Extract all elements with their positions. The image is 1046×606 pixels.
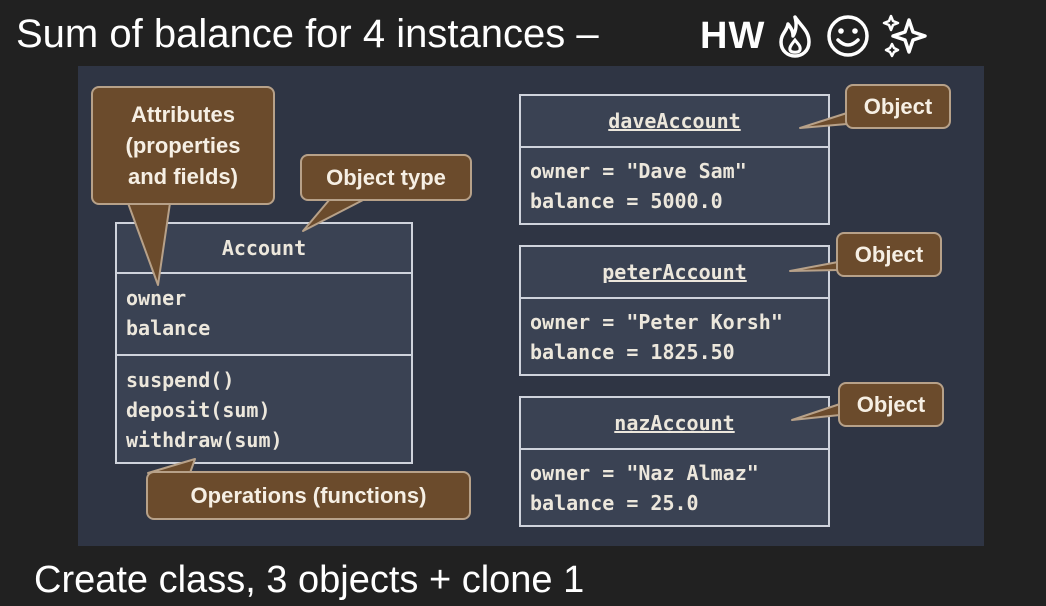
- object-box-dave: daveAccount owner = "Dave Sam" balance =…: [519, 94, 830, 225]
- attribute-owner: owner: [126, 286, 187, 310]
- object-balance: balance = 5000.0: [530, 189, 723, 213]
- object-name: daveAccount: [608, 109, 741, 133]
- attribute-balance: balance: [126, 316, 211, 340]
- slide-footer: Create class, 3 objects + clone 1: [34, 559, 585, 601]
- class-operations: suspend() deposit(sum) withdraw(sum): [117, 354, 411, 455]
- operation-deposit: deposit(sum): [126, 398, 271, 422]
- object-owner: owner = "Peter Korsh": [530, 310, 783, 334]
- callout-object-type: Object type: [300, 154, 472, 201]
- callout-attributes: Attributes (properties and fields): [91, 86, 275, 205]
- object-name: nazAccount: [614, 411, 735, 435]
- object-box-naz: nazAccount owner = "Naz Almaz" balance =…: [519, 396, 830, 527]
- callout-object-naz: Object: [838, 382, 944, 427]
- fire-icon: [775, 14, 815, 58]
- hw-label: HW: [700, 15, 766, 57]
- class-box-account: Account owner balance suspend() deposit(…: [115, 222, 413, 464]
- object-owner: owner = "Naz Almaz": [530, 461, 759, 485]
- object-box-peter: peterAccount owner = "Peter Korsh" balan…: [519, 245, 830, 376]
- sparkles-icon: [881, 12, 933, 60]
- object-name: peterAccount: [602, 260, 747, 284]
- object-owner: owner = "Dave Sam": [530, 159, 747, 183]
- callout-operations: Operations (functions): [146, 471, 471, 520]
- operation-suspend: suspend(): [126, 368, 235, 392]
- callout-object-peter: Object: [836, 232, 942, 277]
- operation-withdraw: withdraw(sum): [126, 428, 283, 452]
- class-name: Account: [117, 224, 411, 274]
- object-balance: balance = 1825.50: [530, 340, 735, 364]
- hw-badge: HW: [700, 12, 933, 60]
- slide-title: Sum of balance for 4 instances –: [16, 12, 599, 56]
- class-attributes: owner balance: [117, 274, 411, 354]
- object-balance: balance = 25.0: [530, 491, 699, 515]
- smiley-icon: [825, 13, 871, 59]
- callout-object-dave: Object: [845, 84, 951, 129]
